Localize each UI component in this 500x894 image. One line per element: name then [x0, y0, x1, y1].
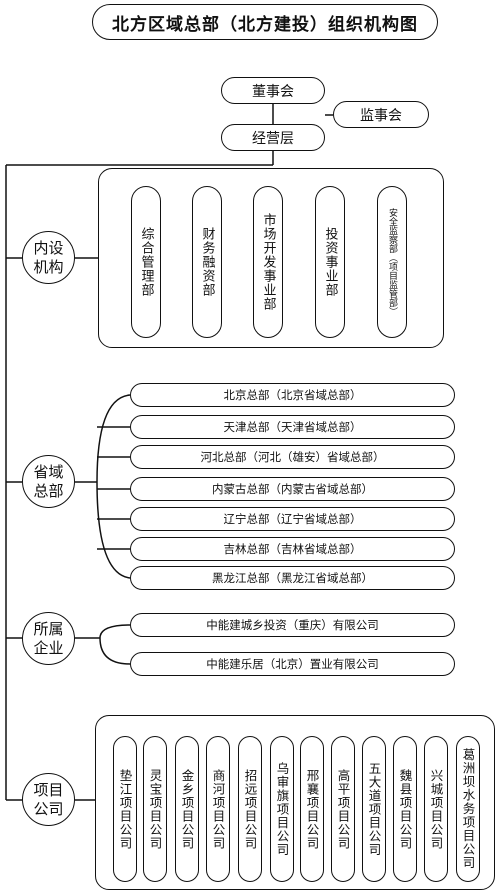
project-company-node: 招远项目公司 [238, 736, 262, 882]
category-affiliated: 所属企业 [22, 612, 75, 665]
affiliated-company-node: 中能建乐居（北京）置业有限公司 [130, 652, 455, 676]
provincial-hq-node: 天津总部（天津省域总部） [130, 415, 455, 439]
category-label: 项目公司 [33, 780, 64, 818]
category-provincial: 省域总部 [22, 455, 75, 508]
provincial-hq-node: 吉林总部（吉林省域总部） [130, 537, 455, 561]
project-company-node: 高平项目公司 [331, 736, 355, 882]
management-node: 经营层 [221, 124, 325, 151]
board-node: 董事会 [221, 77, 325, 104]
department-node: 市场开发事业部 [253, 186, 283, 338]
chart-title: 北方区域总部（北方建投）组织机构图 [92, 4, 438, 40]
project-company-node: 垫江项目公司 [113, 736, 137, 882]
department-node: 综合管理部 [131, 186, 161, 338]
provincial-hq-node: 黑龙江总部（黑龙江省域总部） [130, 566, 455, 590]
department-node: 投资事业部 [315, 186, 345, 338]
project-company-node: 葛洲坝水务项目公司 [456, 736, 480, 882]
project-company-node: 五大道项目公司 [362, 736, 386, 882]
affiliated-company-node: 中能建城乡投资（重庆）有限公司 [130, 613, 455, 637]
provincial-hq-node: 河北总部（河北（雄安）省域总部） [130, 445, 455, 469]
project-company-node: 乌审旗项目公司 [270, 736, 294, 882]
category-label: 所属企业 [33, 619, 64, 657]
department-node: 财务融资部 [192, 186, 222, 338]
category-internal: 内设机构 [22, 231, 75, 284]
department-node: 安全监察部（项目监管部） [377, 186, 407, 338]
provincial-hq-node: 内蒙古总部（内蒙古省域总部） [130, 477, 455, 501]
provincial-hq-node: 北京总部（北京省域总部） [130, 383, 455, 407]
project-company-node: 魏县项目公司 [393, 736, 417, 882]
category-label: 内设机构 [33, 238, 64, 276]
project-company-node: 兴城项目公司 [424, 736, 448, 882]
project-company-node: 商河项目公司 [206, 736, 230, 882]
supervisory-node: 监事会 [333, 101, 429, 128]
project-company-node: 灵宝项目公司 [143, 736, 167, 882]
project-company-node: 邢襄项目公司 [300, 736, 324, 882]
category-label: 省域总部 [33, 462, 64, 500]
category-projects: 项目公司 [22, 773, 75, 826]
provincial-hq-node: 辽宁总部（辽宁省域总部） [130, 507, 455, 531]
project-company-node: 金乡项目公司 [175, 736, 199, 882]
